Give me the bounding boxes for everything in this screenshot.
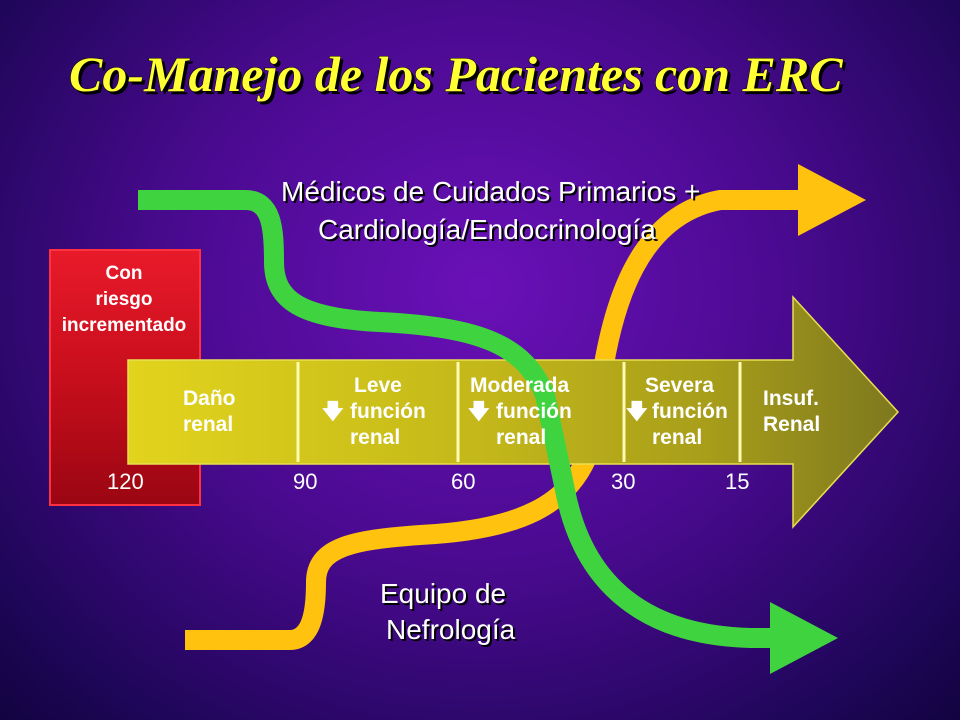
svg-text:Equipo de: Equipo de [382, 580, 508, 611]
stage-damage-line-2: renal [183, 413, 233, 436]
gfr-marker: 90 [293, 469, 317, 494]
stage-moderate-line-3: renal [496, 426, 546, 449]
stage-severe-line-3: renal [652, 426, 702, 449]
primary-care-arrowhead [770, 602, 838, 674]
stage-severe-line-1: Severa [645, 374, 714, 397]
primary-care-label: Médicos de Cuidados Primarios + Médicos … [281, 176, 702, 247]
stage-severe: Severa 🡇 función renal [626, 374, 728, 449]
risk-line-1: Con [106, 263, 143, 284]
primary-care-line-2: Cardiología/Endocrinología [318, 214, 656, 245]
stage-moderate: Moderada 🡇 función renal [468, 374, 572, 449]
down-arrow-icon: 🡇 [322, 400, 344, 423]
stage-moderate-line-2: función [496, 400, 572, 423]
svg-text:Cardiología/Endocrinología: Cardiología/Endocrinología [320, 216, 658, 247]
stage-failure-line-1: Insuf. [763, 387, 819, 410]
page-title-shadow: Co-Manejo de los Pacientes con ERC [72, 49, 846, 105]
nephrology-line-2: Nefrología [386, 614, 516, 645]
gfr-marker: 15 [725, 469, 749, 494]
primary-care-path [138, 190, 778, 648]
risk-box-label: Con riesgo incrementado [62, 263, 187, 336]
svg-text:Médicos de Cuidados Primarios: Médicos de Cuidados Primarios + [283, 178, 702, 209]
gfr-stage-arrow [127, 295, 900, 529]
gfr-marker: 60 [451, 469, 475, 494]
stage-damage: Daño renal [183, 387, 236, 436]
stage-mild-line-2: función [350, 400, 426, 423]
nephrology-line-1: Equipo de [380, 578, 506, 609]
stage-damage-line-1: Daño [183, 387, 236, 410]
stage-moderate-line-1: Moderada [470, 374, 570, 397]
stage-mild-line-1: Leve [354, 374, 402, 397]
risk-line-3: incrementado [62, 315, 187, 336]
stage-failure: Insuf. Renal [763, 387, 820, 436]
nephrology-path [185, 190, 808, 650]
gfr-marker: 120 [107, 469, 144, 494]
gfr-markers: 120 90 60 30 15 [107, 469, 749, 494]
nephrology-label: Equipo de Equipo de Nefrología Nefrologí… [380, 578, 518, 647]
stage-severe-line-2: función [652, 400, 728, 423]
stage-dividers [296, 362, 742, 462]
stage-mild: Leve 🡇 función renal [322, 374, 426, 449]
down-arrow-icon: 🡇 [468, 400, 490, 423]
risk-line-2: riesgo [95, 289, 152, 310]
svg-text:Nefrología: Nefrología [388, 616, 518, 647]
primary-care-line-1: Médicos de Cuidados Primarios + [281, 176, 700, 207]
stage-mild-line-3: renal [350, 426, 400, 449]
page-title: Co-Manejo de los Pacientes con ERC [69, 46, 843, 102]
stage-failure-line-2: Renal [763, 413, 820, 436]
down-arrow-icon: 🡇 [626, 400, 648, 423]
gfr-marker: 30 [611, 469, 635, 494]
nephrology-arrowhead [798, 164, 866, 236]
